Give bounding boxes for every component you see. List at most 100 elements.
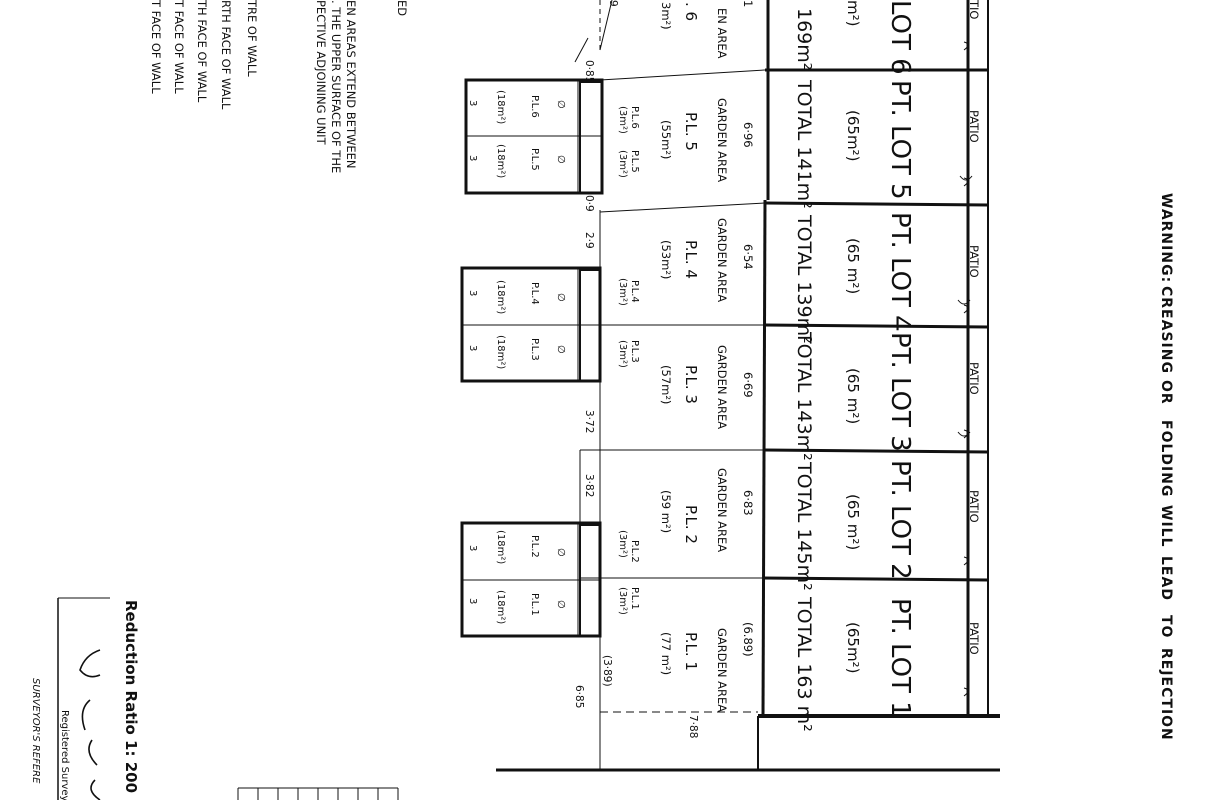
lots-outline xyxy=(496,0,1000,772)
lot-title: LOT 6 xyxy=(885,0,915,75)
car-space-w: 3 xyxy=(467,598,478,604)
dim-0-9: 0·9 xyxy=(583,195,595,212)
dimension-labels: 0·85 0·9 2·9 3·72 3·82 (3·89) 6·85 7·88 … xyxy=(573,0,699,738)
car-space-pl: P.L.1 xyxy=(529,593,540,616)
garden-pl: P.L. 3 xyxy=(682,365,700,404)
small-lot-area: (3m²) xyxy=(617,106,628,134)
dim-2-9: 2·9 xyxy=(583,232,595,249)
lot-patio: PATIO xyxy=(967,362,981,395)
lot-6: LOT 6 m²) 169m² TIO xyxy=(793,0,981,75)
garden-dim: 6·96 xyxy=(741,122,755,148)
car-space-area: (18m²) xyxy=(495,590,506,624)
garden-label: GARDEN AREA xyxy=(715,628,729,712)
car-space-sym: ∅ xyxy=(555,548,566,557)
lot-2: PT. LOT 2 (65 m²) TOTAL 145m² PATIO xyxy=(793,460,981,591)
car-space-boxes xyxy=(460,78,604,638)
garden-area: (55m²) xyxy=(659,120,673,159)
lot-area: (65m²) xyxy=(844,622,862,673)
car-space-w: 3 xyxy=(467,345,478,351)
garden-pl6: EN AREA . 6 3m²) 1 xyxy=(659,0,755,59)
garden-pl: P.L. 1 xyxy=(682,632,700,671)
garden-dim: (6.89) xyxy=(741,622,755,657)
registered-surveyor: Registered Survey xyxy=(59,710,70,800)
small-lot-area: (3m²) xyxy=(617,150,628,178)
small-lot-area: (3m²) xyxy=(617,340,628,368)
surveyors-reference: SURVEYOR'S REFERE xyxy=(30,678,41,784)
car-space-w: 3 xyxy=(467,290,478,296)
garden-pl1: GARDEN AREA P.L. 1 (77 m²) (6.89) xyxy=(659,622,755,712)
car-space-area: (18m²) xyxy=(495,335,506,369)
lot-title: PT. LOT 4 xyxy=(885,212,915,332)
small-lots: P.L.1 (3m²) P.L.2 (3m²) P.L.3 (3m²) P.L.… xyxy=(617,106,640,615)
car-space-area: (18m²) xyxy=(495,144,506,178)
garden-pl2: GARDEN AREA P.L. 2 (59 m²) 6·83 xyxy=(659,468,755,552)
note-ed: ED xyxy=(395,0,409,16)
warning-banner: WARNING: CREASING OR FOLDING WILL LEAD T… xyxy=(1158,193,1174,741)
lot-area: (65 m²) xyxy=(844,494,862,550)
lot-area: m²) xyxy=(844,0,862,26)
lot-total: TOTAL 163 m² xyxy=(793,596,815,732)
warning-word-2: CREASING xyxy=(1158,286,1174,374)
lot-total: TOTAL 145m² xyxy=(793,461,815,591)
car-space-pl: P.L.2 xyxy=(529,535,540,558)
garden-pl: P.L. 2 xyxy=(682,505,700,544)
small-lot-pl: P.L.1 xyxy=(629,587,640,610)
garden-dim: 6·69 xyxy=(741,372,755,398)
garden-area: (59 m²) xyxy=(659,490,673,533)
car-space-pl: P.L.4 xyxy=(529,282,540,305)
car-space-pl: P.L.5 xyxy=(529,148,540,171)
garden-label: GARDEN AREA xyxy=(715,468,729,552)
car-space-w: 3 xyxy=(467,155,478,161)
small-lot-area: (3m²) xyxy=(617,278,628,306)
car-space-area: (18m²) xyxy=(495,90,506,124)
lot-total: 169m² xyxy=(793,8,815,70)
note-line-1: TRE OF WALL xyxy=(245,0,259,77)
warning-word-4: FOLDING xyxy=(1158,420,1174,497)
dim-3-89: (3·89) xyxy=(601,655,613,687)
lot-patio: PATIO xyxy=(967,490,981,523)
car-space-area: (18m²) xyxy=(495,280,506,314)
note-line-4: T FACE OF WALL xyxy=(172,0,186,94)
warning-word-3: OR xyxy=(1158,380,1174,405)
car-space-pl: P.L.6 xyxy=(529,95,540,118)
lot-1: PT. LOT 1 (65m²) TOTAL 163 m² PATIO xyxy=(793,596,981,732)
garden-area: 3m²) xyxy=(659,2,673,30)
garden-note-1: EN AREAS EXTEND BETWEEN xyxy=(344,0,358,169)
car-space-sym: ∅ xyxy=(555,293,566,302)
lot-area: (65m²) xyxy=(844,110,862,161)
lot-patio: PATIO xyxy=(967,622,981,655)
garden-label: GARDEN AREA xyxy=(715,98,729,182)
small-lot-pl: P.L.4 xyxy=(629,280,640,303)
garden-pl3: GARDEN AREA P.L. 3 (57m²) 6·69 xyxy=(659,345,755,429)
lot-4: PT. LOT 4 (65 m²) TOTAL 139m² PATIO xyxy=(793,212,981,344)
lot-title: PT. LOT 2 xyxy=(885,460,915,580)
garden-dim: 1 xyxy=(741,0,755,7)
lot-total: TOTAL 143m² xyxy=(793,331,815,461)
garden-area: (57m²) xyxy=(659,365,673,404)
note-line-5: T FACE OF WALL xyxy=(149,0,163,94)
garden-label: GARDEN AREA xyxy=(715,218,729,302)
car-space-sym: ∅ xyxy=(555,600,566,609)
reference-table xyxy=(237,787,399,800)
warning-word-8: REJECTION xyxy=(1158,648,1174,741)
car-space-sym: ∅ xyxy=(555,155,566,164)
note-line-3: TH FACE OF WALL xyxy=(195,0,209,103)
small-lot-area: (3m²) xyxy=(617,587,628,615)
dim-3-82: 3·82 xyxy=(583,474,595,497)
lot-3: PT. LOT 3 (65 m²) TOTAL 143m² PATIO xyxy=(793,331,981,461)
reduction-ratio: Reduction Ratio 1: 200 xyxy=(122,600,140,793)
garden-area: (53m²) xyxy=(659,240,673,279)
garden-label: EN AREA xyxy=(715,8,729,59)
warning-word-6: LEAD xyxy=(1158,556,1174,601)
lot-total: TOTAL 139m² xyxy=(793,214,815,344)
dim-9: 9 xyxy=(607,0,619,7)
small-lot-pl: P.L.6 xyxy=(629,106,640,129)
garden-label: GARDEN AREA xyxy=(715,345,729,429)
warning-word-1: WARNING: xyxy=(1158,193,1174,283)
surveyor-block: Registered Survey SURVEYOR'S REFERE xyxy=(30,597,110,800)
lot-patio: TIO xyxy=(967,0,981,19)
small-lot-pl: P.L.2 xyxy=(629,540,640,563)
lot-patio: PATIO xyxy=(967,110,981,143)
garden-note-2: . THE UPPER SURFACE OF THE xyxy=(329,0,343,173)
